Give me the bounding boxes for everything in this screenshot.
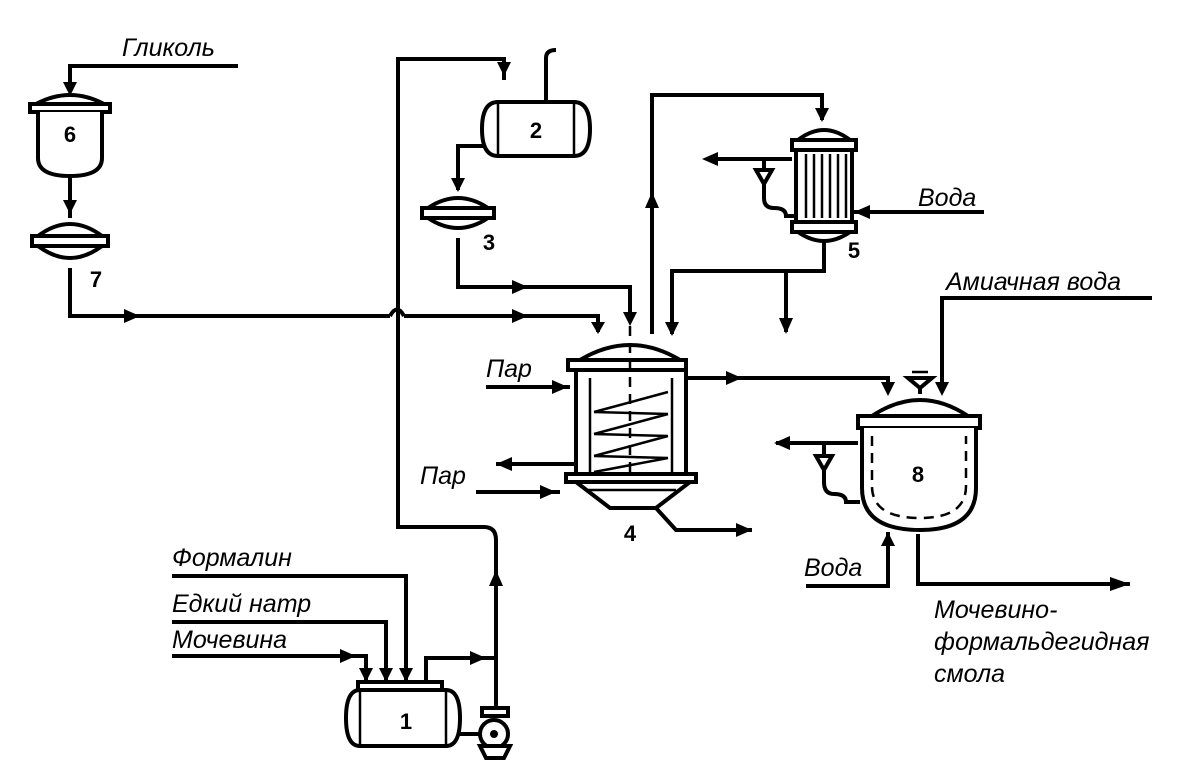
condenser-5: 5 bbox=[790, 128, 860, 263]
arrow-product bbox=[1110, 577, 1130, 591]
arrow-vapour-up bbox=[645, 192, 659, 208]
unit-number-2: 2 bbox=[530, 118, 542, 143]
pipe-formalin bbox=[172, 574, 408, 680]
label-urea: Мочевина bbox=[172, 626, 287, 654]
label-formalin: Формалин bbox=[172, 544, 292, 572]
pipe-reactor-to-condenser bbox=[650, 93, 824, 334]
arrow-2-3 bbox=[451, 178, 465, 192]
unit-number-5: 5 bbox=[848, 238, 860, 263]
arrow-urea-h bbox=[340, 649, 356, 663]
unit-number-4: 4 bbox=[624, 521, 637, 546]
label-water-condenser: Вода bbox=[918, 184, 976, 212]
pipe-1-outlet bbox=[424, 656, 496, 682]
arrow-water-cond bbox=[854, 205, 870, 219]
unit-number-8: 8 bbox=[912, 462, 924, 487]
arrow-jacket-out bbox=[496, 457, 512, 471]
arrow-reactor-8-down bbox=[881, 382, 895, 396]
pipe-ammonia-water bbox=[940, 296, 1152, 392]
arrow-1-out bbox=[470, 651, 486, 665]
pipe-riser-to-2 bbox=[396, 57, 506, 712]
arrow-header-3 bbox=[591, 322, 605, 334]
label-steam-top: Пар bbox=[486, 355, 532, 383]
vessel-7: 7 bbox=[30, 222, 110, 292]
pipe-water-8 bbox=[806, 532, 890, 588]
pipe-7-to-reactor bbox=[68, 268, 600, 332]
arrow-urea-v bbox=[359, 668, 373, 682]
arrow-6-7 bbox=[63, 200, 77, 214]
pipe-vent-2 bbox=[544, 48, 557, 100]
arrow-riser-top bbox=[497, 62, 511, 76]
arrow-distillate bbox=[702, 152, 718, 166]
steam-trap-5 bbox=[752, 168, 776, 189]
vessel-3: 3 bbox=[420, 196, 496, 255]
pipe-urea bbox=[172, 654, 368, 680]
arrow-header-2 bbox=[512, 309, 528, 323]
pipe-condenser-return bbox=[670, 240, 826, 334]
labels: Гликоль Формалин Едкий натр Мочевина Пар… bbox=[122, 34, 1150, 688]
label-product-line1: Мочевино- bbox=[934, 596, 1057, 624]
pipe-reactor-discharge bbox=[654, 506, 752, 532]
label-product-line2: формальдегидная bbox=[934, 628, 1150, 656]
arrow-reactor-8 bbox=[726, 371, 742, 385]
label-caustic-soda: Едкий натр bbox=[172, 590, 311, 618]
pipe-reactor-to-8 bbox=[688, 376, 890, 392]
unit-number-7: 7 bbox=[90, 267, 102, 292]
pipe-glycol-feed bbox=[68, 64, 238, 84]
arrow-jacket8-out bbox=[774, 436, 790, 450]
arrow-drain bbox=[779, 318, 793, 334]
pipe-product-out bbox=[916, 534, 1130, 586]
label-glycol: Гликоль bbox=[122, 34, 215, 62]
arrow-vapour-cond bbox=[815, 108, 829, 122]
pipe-trap-5 bbox=[762, 159, 796, 218]
arrow-glycol bbox=[63, 82, 77, 96]
arrow-water-8 bbox=[881, 532, 895, 546]
label-ammonia-water: Амиачная вода bbox=[944, 268, 1121, 296]
pipe-trap-8 bbox=[822, 443, 860, 504]
arrow-steam-top bbox=[552, 380, 568, 394]
arrow-header-1 bbox=[124, 309, 140, 323]
arrow-riser-up bbox=[489, 570, 503, 586]
pipe-2-to-3 bbox=[456, 144, 489, 190]
pipe-caustic bbox=[172, 620, 388, 680]
label-water-vessel8: Вода bbox=[804, 554, 862, 582]
arrow-3-reactor-h bbox=[512, 280, 528, 294]
flow-arrows bbox=[63, 62, 1130, 682]
arrow-steam-bottom bbox=[540, 485, 556, 499]
pump bbox=[476, 706, 514, 760]
label-product-line3: смола bbox=[934, 660, 1005, 688]
pipe-3-to-reactor bbox=[456, 238, 632, 322]
vessel-8: 8 bbox=[856, 398, 982, 533]
unit-number-6: 6 bbox=[64, 122, 76, 147]
vessel-6: 6 bbox=[28, 93, 112, 179]
arrow-caustic bbox=[379, 668, 393, 682]
arrow-discharge bbox=[736, 523, 752, 537]
arrow-ammonia bbox=[935, 382, 949, 396]
arrow-formalin bbox=[399, 668, 413, 682]
pipelines bbox=[68, 48, 1152, 736]
steam-trap-8 bbox=[812, 454, 836, 475]
arrow-3-reactor-v bbox=[623, 312, 637, 326]
unit-number-1: 1 bbox=[400, 709, 412, 734]
unit-number-3: 3 bbox=[483, 230, 495, 255]
label-steam-bottom: Пар bbox=[420, 462, 466, 490]
vessel-2: 2 bbox=[479, 100, 593, 158]
vessel-1: 1 bbox=[343, 680, 463, 748]
arrow-return bbox=[665, 322, 679, 336]
valve-8 bbox=[902, 370, 938, 391]
reactor-4: 4 bbox=[564, 326, 698, 546]
